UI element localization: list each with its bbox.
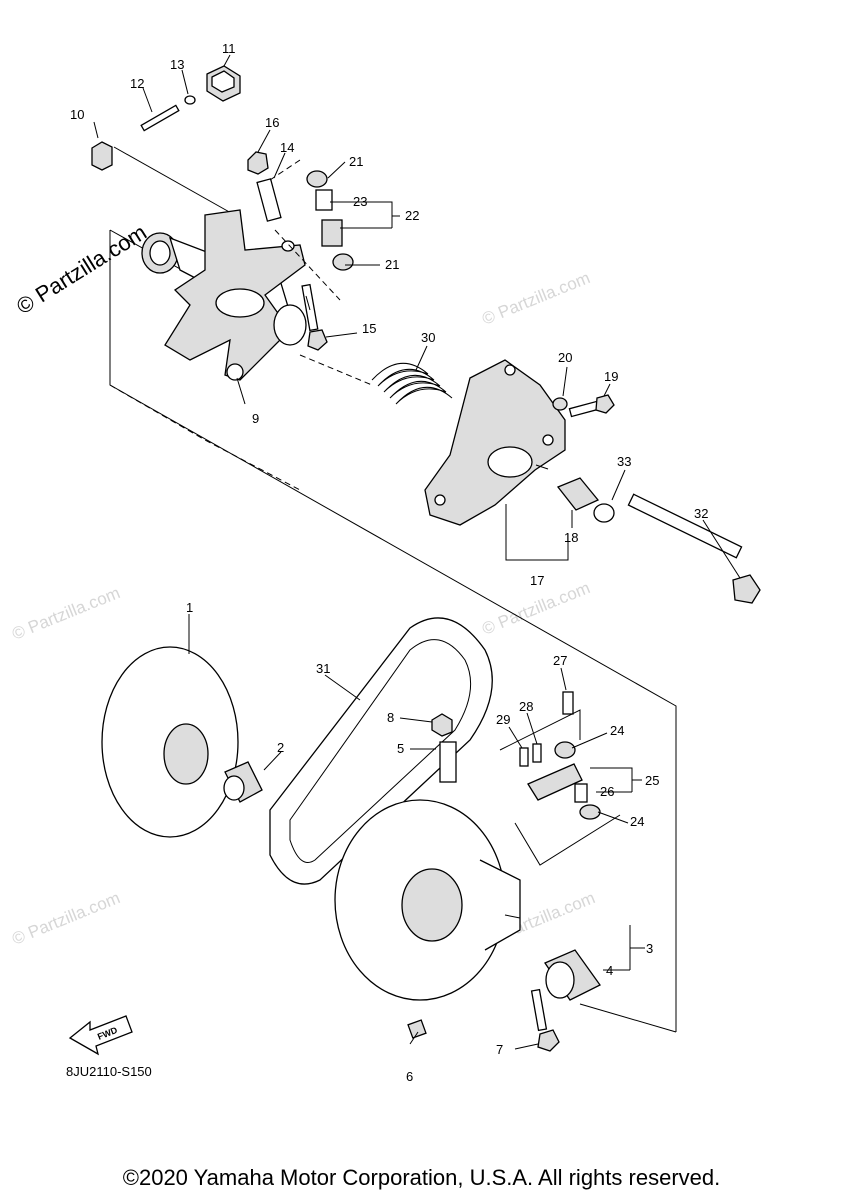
part-14-16-sleeve bbox=[247, 151, 282, 222]
callout: 23 bbox=[353, 194, 367, 209]
callout: 31 bbox=[316, 661, 330, 676]
part-11-13-pin bbox=[140, 65, 241, 132]
callout: 16 bbox=[265, 115, 279, 130]
callout: 24 bbox=[630, 814, 644, 829]
leader-lines bbox=[93, 54, 741, 1050]
part-3-movable-sheave bbox=[334, 799, 521, 1001]
diagram-code: 8JU2110-S150 bbox=[66, 1064, 152, 1079]
callout: 1 bbox=[186, 600, 193, 615]
callout: 20 bbox=[558, 350, 572, 365]
callout: 9 bbox=[252, 411, 259, 426]
watermark: © Partzilla.com bbox=[9, 888, 122, 949]
part-2-bushing bbox=[223, 761, 263, 803]
part-4-bearing bbox=[544, 949, 601, 1001]
callout: 33 bbox=[617, 454, 631, 469]
callout: 32 bbox=[694, 506, 708, 521]
part-21-23-bushings bbox=[269, 159, 354, 301]
callout: 29 bbox=[496, 712, 510, 727]
part-10-block bbox=[91, 141, 241, 219]
callout: 3 bbox=[646, 941, 653, 956]
part-6-7-bolt bbox=[407, 988, 560, 1052]
callout: 18 bbox=[564, 530, 578, 545]
part-15-bolt bbox=[301, 283, 328, 351]
callout: 30 bbox=[421, 330, 435, 345]
callout-labels: 1 2 3 4 5 6 7 8 9 10 11 12 13 14 15 16 1… bbox=[70, 41, 708, 1084]
callout: 25 bbox=[645, 773, 659, 788]
part-9-spider bbox=[141, 209, 307, 381]
part-18-19-20-32-33 bbox=[535, 394, 761, 604]
callout: 12 bbox=[130, 76, 144, 91]
fwd-arrow-icon: FWD bbox=[68, 1015, 133, 1056]
part-30-spring bbox=[299, 354, 453, 405]
watermark: © Partzilla.com bbox=[479, 268, 592, 329]
part-17-cover bbox=[424, 359, 566, 526]
callout: 7 bbox=[496, 1042, 503, 1057]
watermark: © Partzilla.com bbox=[9, 583, 122, 644]
callout: 17 bbox=[530, 573, 544, 588]
callout: 21 bbox=[385, 257, 399, 272]
callout: 10 bbox=[70, 107, 84, 122]
callout: 27 bbox=[553, 653, 567, 668]
callout: 13 bbox=[170, 57, 184, 72]
callout: 28 bbox=[519, 699, 533, 714]
callout: 4 bbox=[606, 963, 613, 978]
callout: 2 bbox=[277, 740, 284, 755]
part-5-8-pins bbox=[431, 713, 457, 783]
callout: 22 bbox=[405, 208, 419, 223]
callout: 5 bbox=[397, 741, 404, 756]
copyright-notice: ©2020 Yamaha Motor Corporation, U.S.A. A… bbox=[122, 1165, 721, 1190]
callout: 21 bbox=[349, 154, 363, 169]
callout: 14 bbox=[280, 140, 294, 155]
callout: 15 bbox=[362, 321, 376, 336]
callout: 24 bbox=[610, 723, 624, 738]
part-1-sheave bbox=[101, 646, 239, 838]
part-24-29-weights bbox=[499, 691, 621, 866]
callout: 8 bbox=[387, 710, 394, 725]
callout: 6 bbox=[406, 1069, 413, 1084]
callout: 11 bbox=[222, 41, 236, 56]
callout: 19 bbox=[604, 369, 618, 384]
part-31-belt bbox=[269, 617, 493, 885]
callout: 26 bbox=[600, 784, 614, 799]
